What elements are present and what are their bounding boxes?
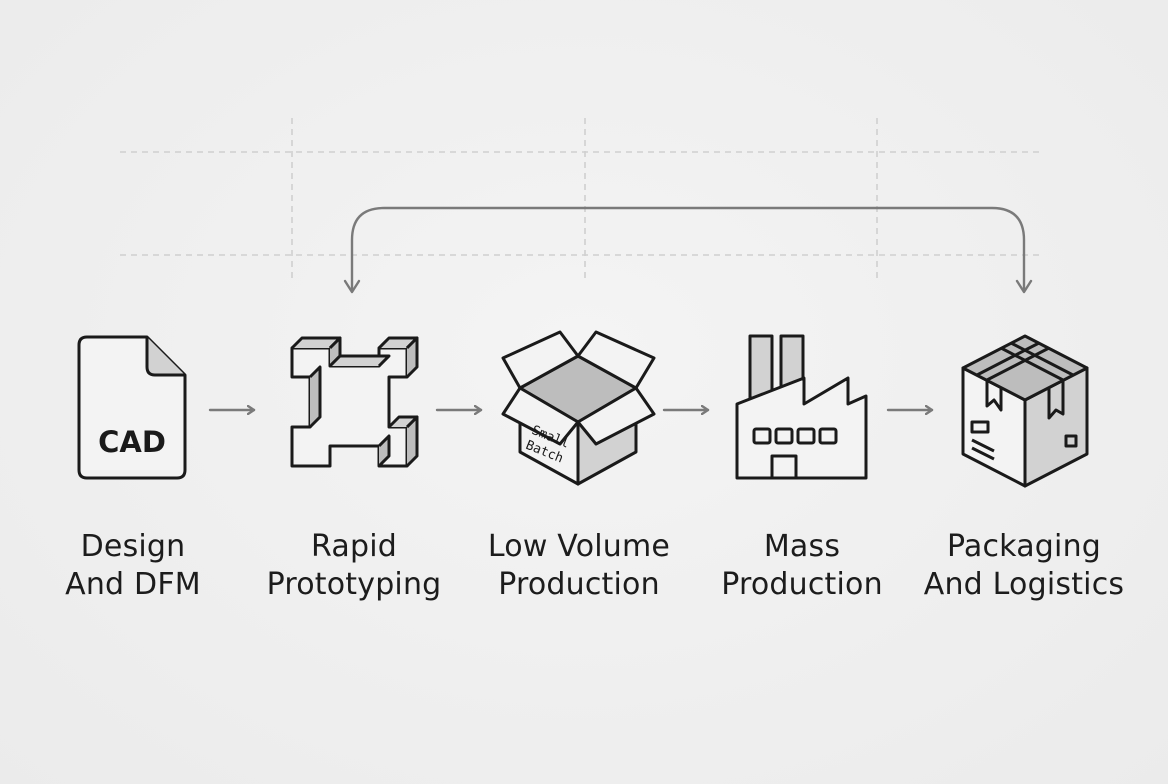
stage-label-mass-line2: Production	[721, 567, 883, 602]
stage-label-design: Design And DFM	[13, 528, 253, 604]
stage-label-prototyping-line1: Rapid	[311, 529, 397, 564]
stage-label-design-line1: Design	[80, 529, 186, 564]
cad-label: CAD	[98, 425, 166, 459]
stage-label-mass-line1: Mass	[763, 529, 841, 564]
background-grid	[120, 118, 1040, 282]
feedback-arrowhead-left	[343, 279, 361, 294]
stage-label-low-volume: Low Volume Production	[459, 528, 699, 604]
feedback-arrowhead-right	[1015, 279, 1033, 294]
package-icon	[961, 334, 1089, 488]
open-box-icon: Small Batch	[501, 330, 656, 486]
stage-label-packaging: Packaging And Logistics	[904, 528, 1144, 604]
cad-file-icon: CAD	[77, 335, 187, 480]
feedback-loop-arrow	[350, 206, 1026, 292]
stage-label-design-line2: And DFM	[65, 567, 201, 602]
stage-label-low-volume-line1: Low Volume	[487, 529, 671, 564]
factory-icon	[735, 334, 868, 480]
stage-label-low-volume-line2: Production	[498, 567, 660, 602]
stage-label-packaging-line1: Packaging	[946, 529, 1102, 564]
stage-label-prototyping: Rapid Prototyping	[234, 528, 474, 604]
prototype-part-icon	[290, 336, 419, 468]
stage-label-packaging-line2: And Logistics	[923, 567, 1125, 602]
stage-label-prototyping-line2: Prototyping	[266, 567, 442, 602]
stage-label-mass: Mass Production	[682, 528, 922, 604]
